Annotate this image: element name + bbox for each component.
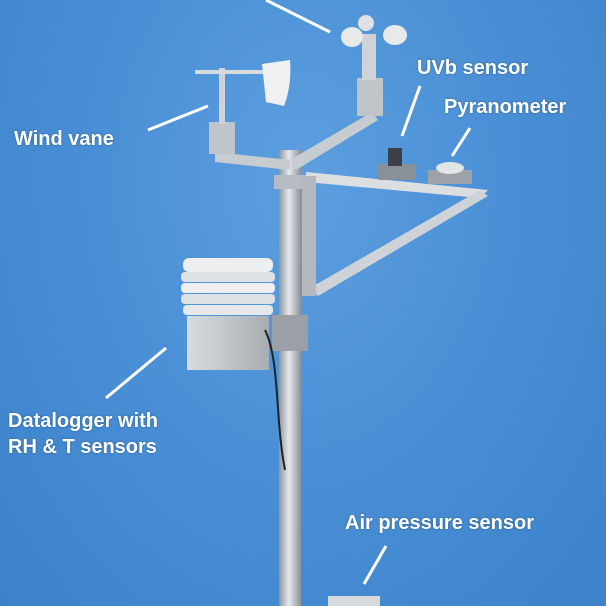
- pointer-line: [105, 346, 167, 400]
- label-pyranometer: Pyranometer: [444, 96, 567, 118]
- cable: [264, 329, 286, 471]
- mast: [279, 150, 301, 606]
- crossarm: [215, 152, 290, 170]
- datalogger-box: [187, 316, 269, 370]
- radiation-shield: [181, 258, 275, 315]
- pyranometer-device: [428, 162, 472, 184]
- pointer-line: [147, 104, 209, 132]
- pointer-line: [400, 85, 422, 137]
- crossarm: [290, 112, 378, 170]
- pointer-line: [265, 0, 331, 34]
- label-uvb-sensor: UVb sensor: [417, 57, 529, 79]
- label-air-pressure-sensor: Air pressure sensor: [345, 512, 534, 534]
- anemometer: [341, 15, 407, 116]
- wind-vane: [195, 60, 291, 154]
- label-datalogger: Datalogger with RH & T sensors: [8, 410, 159, 458]
- pointer-line: [450, 127, 472, 157]
- air-pressure-box: [328, 596, 380, 606]
- label-wind-vane: Wind vane: [14, 128, 114, 150]
- mast-clamp: [274, 175, 306, 189]
- uvb-sensor-device: [378, 148, 416, 180]
- radiation-arm: [302, 172, 488, 296]
- pointer-line: [362, 545, 388, 585]
- mast-clamp: [272, 315, 308, 351]
